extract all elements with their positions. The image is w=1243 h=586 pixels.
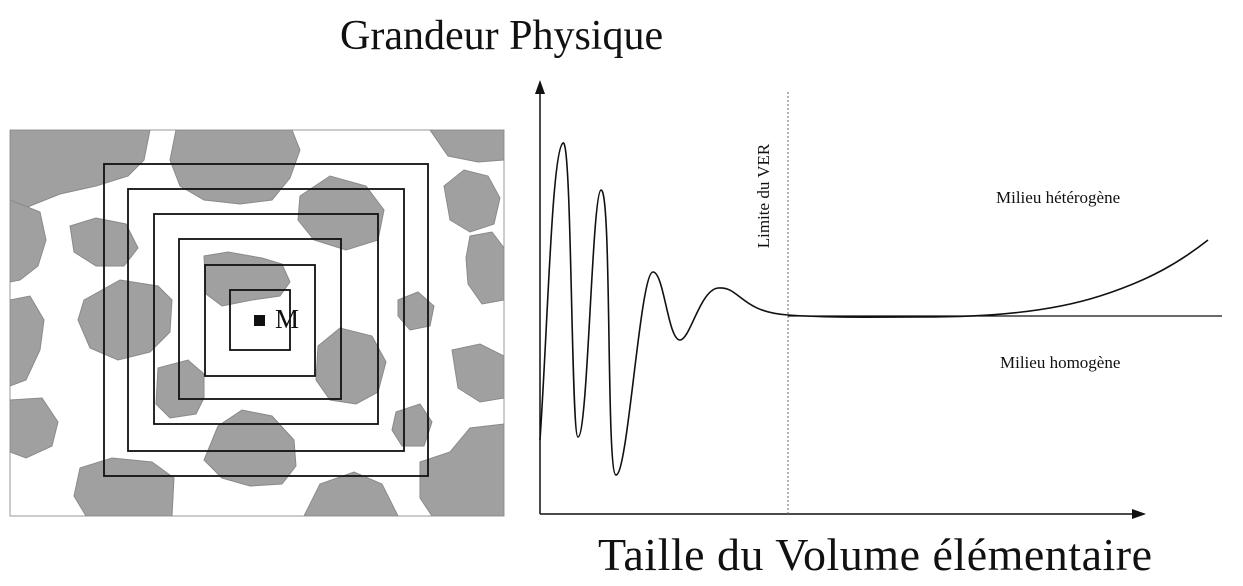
homogeneous-label: Milieu homogène <box>1000 353 1121 372</box>
inclusion <box>303 471 399 516</box>
inclusion <box>203 409 297 487</box>
volume-square <box>103 163 429 477</box>
volume-square <box>153 213 379 425</box>
volume-square <box>229 289 291 351</box>
microstructure-panel <box>9 129 505 517</box>
inclusion <box>429 130 504 163</box>
point-m-marker <box>254 315 265 326</box>
inclusion <box>443 169 501 233</box>
concentric-volumes <box>103 163 429 477</box>
y-axis-arrowhead <box>535 80 545 94</box>
inclusion <box>73 457 175 516</box>
inclusion <box>10 397 59 459</box>
inclusions <box>10 130 504 516</box>
plot <box>535 80 1222 519</box>
inclusion <box>10 199 47 283</box>
heterogeneous-label: Milieu hétérogène <box>996 188 1121 207</box>
volume-square <box>204 264 316 377</box>
x-axis-title: Taille du Volume élémentaire <box>598 529 1153 580</box>
inclusion <box>155 359 205 419</box>
inclusion <box>10 295 45 387</box>
volume-square <box>127 188 405 452</box>
y-axis-title: Grandeur Physique <box>340 13 664 59</box>
inclusion <box>397 291 435 331</box>
inclusion <box>391 403 433 447</box>
point-m-label: M <box>275 304 300 334</box>
inclusion <box>451 343 504 403</box>
ver-limit-label: Limite du VER <box>754 143 773 249</box>
x-axis-arrowhead <box>1132 509 1146 519</box>
volume-square <box>178 238 342 400</box>
inclusion <box>419 423 504 516</box>
inclusion <box>465 231 504 305</box>
oscillation-curve <box>539 142 1209 476</box>
inclusion <box>169 130 301 205</box>
inclusion <box>77 279 173 361</box>
